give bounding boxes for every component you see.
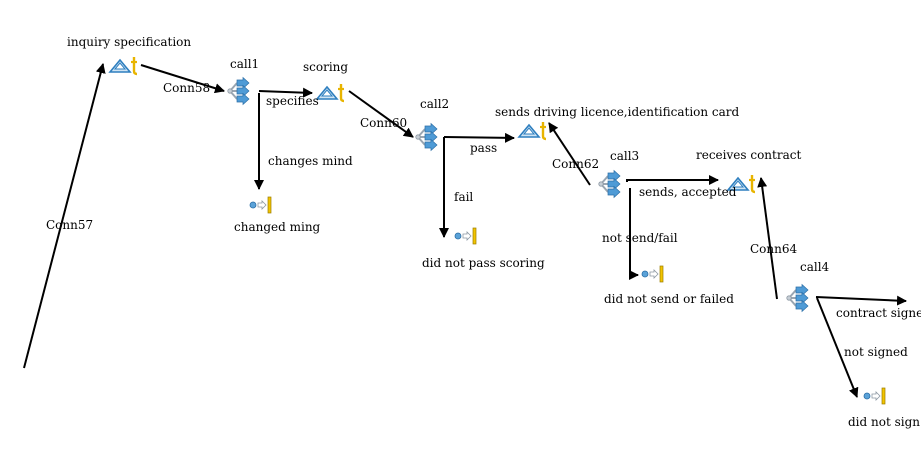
end-did-not-pass[interactable]: did not pass scoring — [422, 227, 545, 270]
edge-not-send-fail[interactable] — [629, 188, 639, 280]
end-did-not-send[interactable]: did not send or failed — [604, 265, 734, 306]
call-label: call2 — [420, 97, 449, 111]
edge-label-fail: fail — [454, 190, 473, 204]
edge-label-conn58: Conn58 — [163, 81, 210, 95]
call-call4[interactable]: call4 — [785, 260, 830, 313]
task-triangle-icon — [517, 120, 548, 141]
end-changed-ming[interactable]: changed ming — [234, 196, 321, 234]
edge-specifies[interactable] — [258, 87, 313, 98]
task-triangle-icon — [315, 82, 346, 103]
edge-label-not-signed: not signed — [844, 345, 908, 359]
call-call1[interactable]: call1 — [226, 57, 259, 106]
end-label: changed ming — [234, 220, 321, 234]
end-node-icon — [641, 265, 664, 283]
end-node-icon — [863, 387, 886, 405]
call-fork-icon — [414, 122, 438, 152]
end-node-icon — [249, 196, 272, 214]
edge-contract-signed[interactable] — [815, 295, 907, 306]
edge-label-sends-accepted: sends, accepted — [639, 185, 737, 199]
end-label: did not pass scoring — [422, 256, 545, 270]
task-sends-docs[interactable]: sends driving licence,identification car… — [495, 105, 740, 141]
end-did-not-sign[interactable]: did not sign — [848, 387, 920, 429]
end-label: did not sign — [848, 415, 920, 429]
edge-label-conn60: Conn60 — [360, 116, 407, 130]
call-fork-icon — [226, 76, 250, 106]
edge-label-changes-mind: changes mind — [268, 154, 353, 168]
task-label: inquiry specification — [67, 35, 191, 49]
task-triangle-icon — [108, 55, 139, 76]
call-call2[interactable]: call2 — [414, 97, 449, 152]
end-node-icon — [454, 227, 477, 245]
edge-conn62[interactable] — [548, 122, 591, 186]
edge-labels: Conn57 Conn58 specifies changes mind Con… — [46, 81, 921, 359]
edge-label-not-send-fail: not send/fail — [602, 231, 678, 245]
task-receives-contract[interactable]: receives contract — [696, 148, 801, 194]
task-label: scoring — [303, 60, 348, 74]
call-fork-icon — [785, 283, 809, 313]
edge-conn58[interactable] — [140, 64, 225, 94]
end-label: did not send or failed — [604, 292, 734, 306]
edge-label-specifies: specifies — [266, 94, 319, 108]
edge-sends-accepted[interactable] — [626, 175, 719, 185]
edge-pass[interactable] — [443, 132, 515, 143]
edge-conn60[interactable] — [348, 90, 414, 138]
call-label: call3 — [610, 149, 639, 163]
edge-label-conn57: Conn57 — [46, 218, 93, 232]
edge-label-pass: pass — [470, 141, 497, 155]
edges — [23, 63, 907, 398]
task-label: sends driving licence,identification car… — [495, 105, 740, 119]
task-scoring[interactable]: scoring — [303, 60, 348, 103]
task-label: receives contract — [696, 148, 801, 162]
edge-conn57[interactable] — [23, 63, 106, 369]
call-fork-icon — [597, 169, 621, 199]
call-label: call4 — [800, 260, 830, 274]
edge-not-signed[interactable] — [816, 297, 859, 398]
edge-label-contract-signed: contract signed — [836, 306, 921, 320]
call-call3[interactable]: call3 — [597, 149, 639, 199]
edge-conn64[interactable] — [757, 177, 778, 300]
edge-label-conn64: Conn64 — [750, 242, 797, 256]
edge-label-conn62: Conn62 — [552, 157, 599, 171]
task-inquiry-specification[interactable]: inquiry specification — [67, 35, 191, 76]
call-label: call1 — [230, 57, 259, 71]
